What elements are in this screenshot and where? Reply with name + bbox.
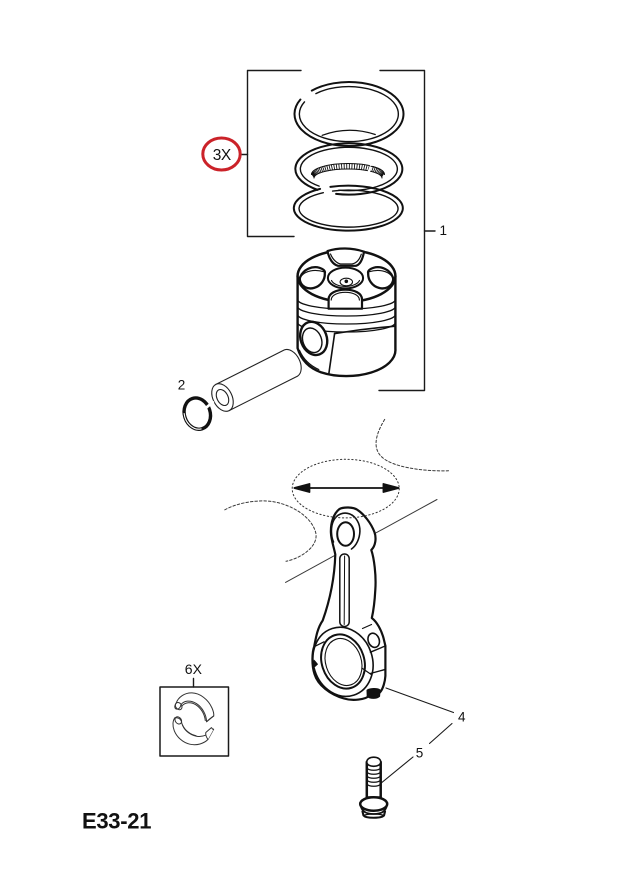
svg-text:6X: 6X xyxy=(185,661,203,677)
svg-text:1: 1 xyxy=(440,223,448,238)
svg-text:2: 2 xyxy=(178,377,186,392)
svg-text:4: 4 xyxy=(458,709,466,724)
svg-text:5: 5 xyxy=(416,746,424,761)
svg-text:3X: 3X xyxy=(213,147,232,164)
svg-text:E33-21: E33-21 xyxy=(82,809,151,834)
